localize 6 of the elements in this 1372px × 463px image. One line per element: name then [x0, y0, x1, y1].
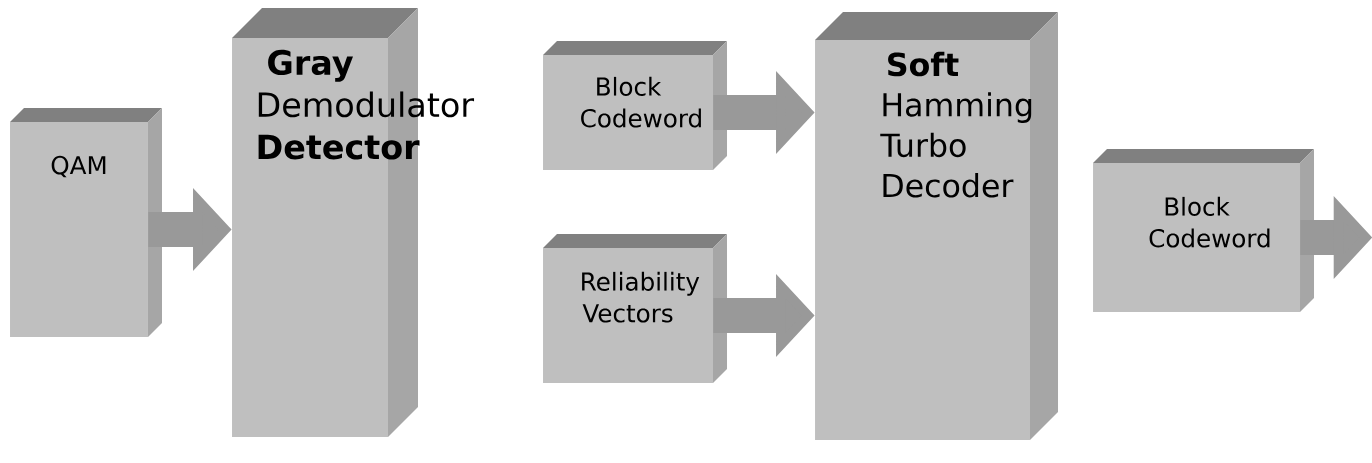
process-block: Gray Demodulator Detector [232, 8, 475, 437]
process-block: Reliability Vectors [543, 234, 727, 383]
process-block: Soft Hamming Turbo Decoder [815, 12, 1058, 440]
process-block: Block Codeword [543, 41, 727, 170]
process-block: Block Codeword [1093, 149, 1314, 312]
process-block: QAM [10, 108, 162, 337]
